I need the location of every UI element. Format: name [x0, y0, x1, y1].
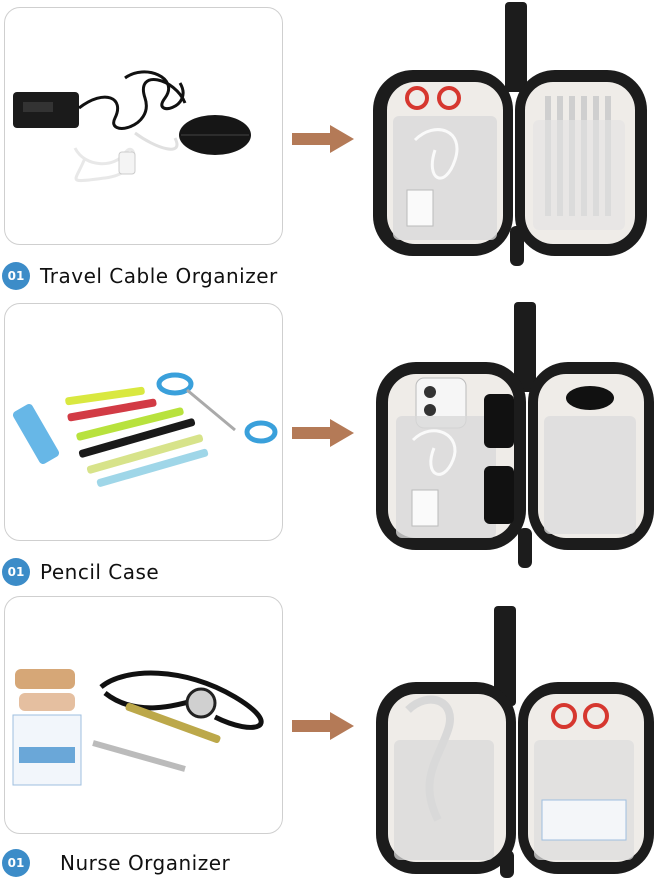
bag-illustration: [373, 2, 647, 266]
right-arrow-icon: [292, 125, 354, 153]
mouse-icon: [566, 386, 614, 410]
bag-open-pencil: [368, 300, 658, 592]
cable-icon: [413, 128, 459, 180]
nurse-items-illustration: [12, 669, 264, 786]
section-number-badge: 01: [2, 558, 30, 586]
scissors-icon: [551, 703, 609, 729]
section-caption-3: 01 Nurse Organizer: [0, 846, 230, 880]
bag-illustration: [376, 302, 654, 568]
scissors-icon: [156, 372, 278, 444]
panel-nurse-items: [4, 596, 283, 834]
panel-travel-cable-items: [4, 7, 283, 245]
section-number-badge: 01: [2, 262, 30, 290]
right-arrow-icon: [292, 712, 354, 740]
section-number-badge: 01: [2, 849, 30, 877]
section-title: Nurse Organizer: [60, 851, 231, 875]
right-arrow-icon: [292, 419, 354, 447]
bag-illustration: [376, 606, 654, 878]
section-caption-2: 01 Pencil Case: [0, 555, 159, 589]
bag-open-cables: [365, 0, 655, 292]
cable-items-illustration: [13, 70, 251, 183]
pencil-items-illustration: [12, 372, 278, 487]
stethoscope-icon: [99, 670, 264, 730]
sunglasses-icon: [484, 394, 514, 524]
section-title: Pencil Case: [40, 560, 160, 584]
panel-pencil-case-items: [4, 303, 283, 541]
section-caption-1: 01 Travel Cable Organizer: [0, 259, 278, 293]
cable-icon: [411, 429, 457, 476]
bag-open-nurse: [368, 600, 658, 879]
section-title: Travel Cable Organizer: [40, 264, 278, 288]
scissors-icon: [405, 86, 461, 110]
